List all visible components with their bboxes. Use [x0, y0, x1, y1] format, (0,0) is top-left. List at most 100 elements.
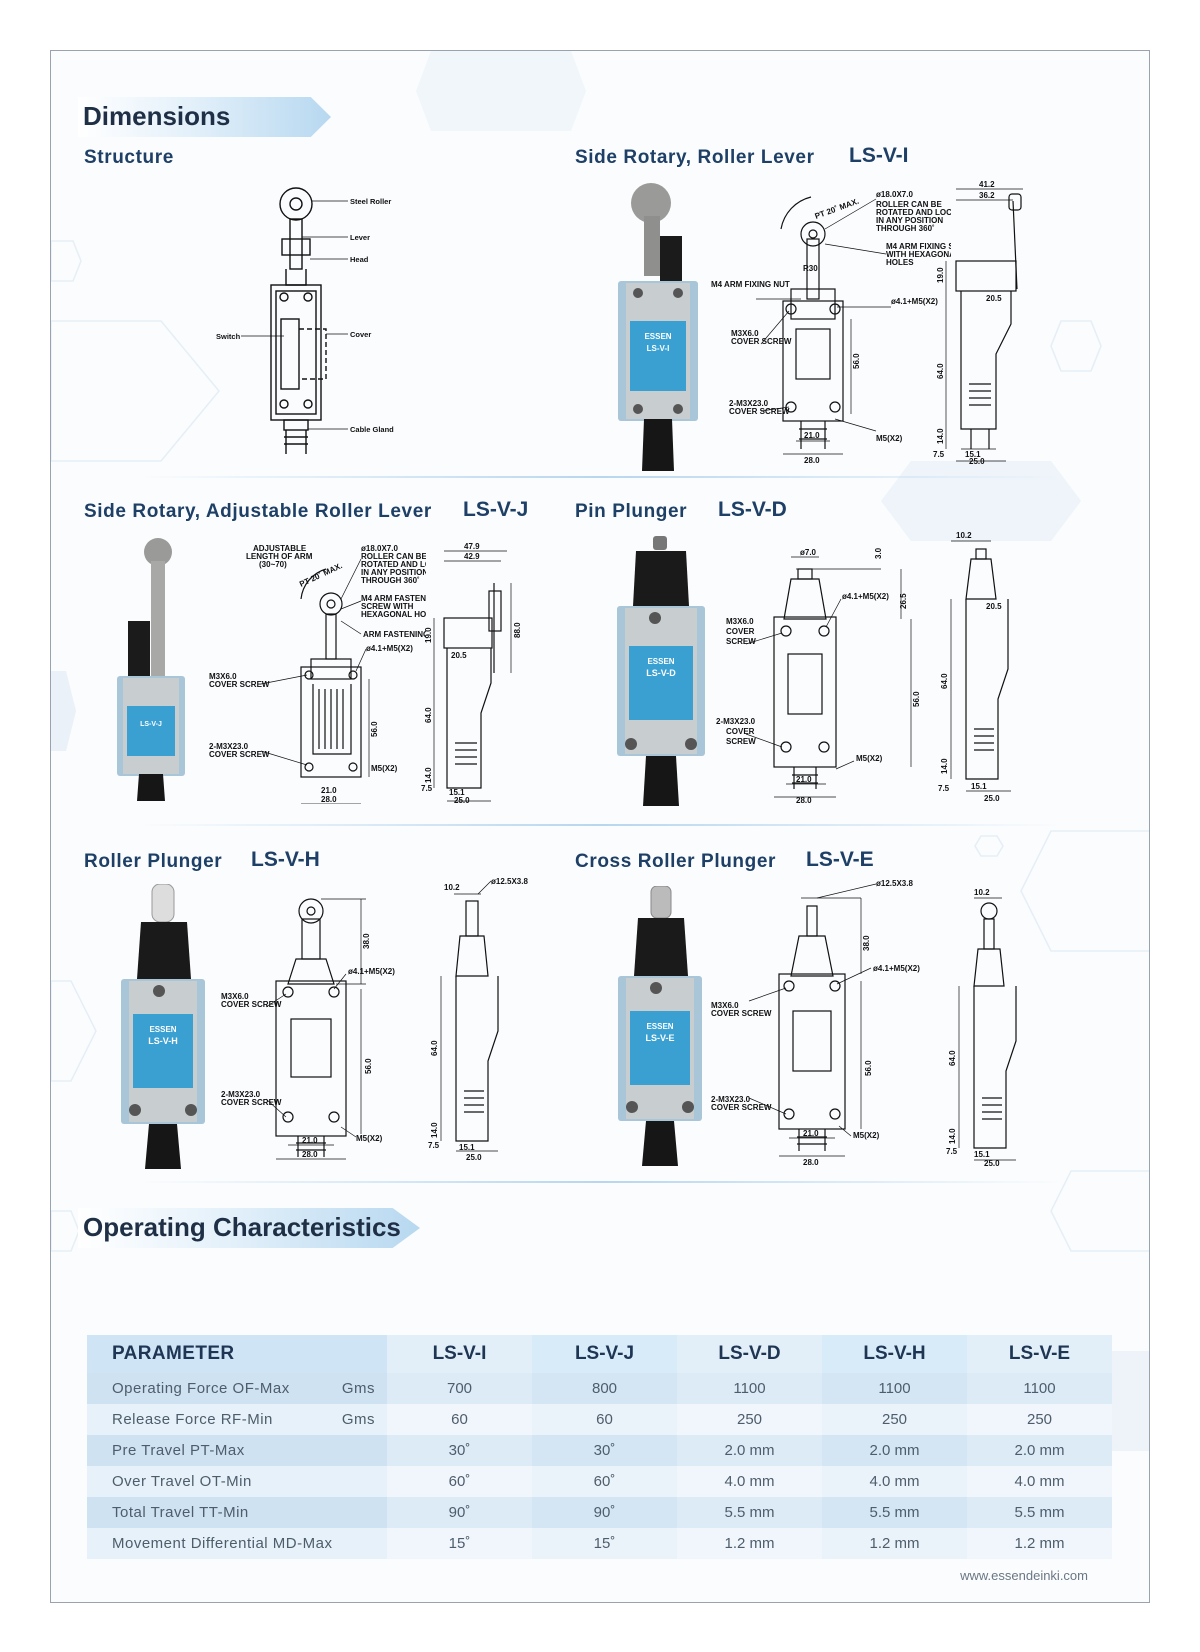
- switch-brand-d: ESSEN: [647, 657, 674, 666]
- dim-label: 25.0: [454, 796, 470, 803]
- param-unit: Gms: [341, 1380, 375, 1397]
- dim-label: 7.5: [933, 450, 945, 459]
- dim-label: 7.5: [428, 1141, 440, 1150]
- table-cell: 250: [677, 1404, 822, 1435]
- switch-model-e: LS-V-E: [645, 1033, 674, 1043]
- dim-label: 25.0: [466, 1153, 482, 1161]
- table-cell: 1.2 mm: [967, 1528, 1112, 1559]
- product-model-ls-v-d: LS-V-D: [718, 498, 787, 521]
- dim-label: 88.0: [513, 622, 522, 638]
- dim-label: PT 20˚ MAX.: [814, 197, 861, 221]
- dim-label: COVER SCREW: [221, 1098, 282, 1107]
- dim-label: 64.0: [940, 673, 949, 689]
- param-label: Operating Force OF-Max: [112, 1380, 290, 1397]
- dim-label: 10.2: [956, 531, 972, 540]
- dim-label: 2-M3X23.0: [729, 399, 769, 408]
- dim-label: 56.0: [852, 353, 861, 369]
- label-head: Head: [350, 255, 369, 264]
- dim-label: 20.5: [986, 294, 1002, 303]
- dim-label: IN ANY POSITION: [361, 568, 426, 577]
- website-link[interactable]: www.essendeinki.com: [960, 1568, 1088, 1583]
- label-switch: Switch: [216, 332, 241, 341]
- dim-label: ø4.1+M5(X2): [348, 967, 395, 976]
- table-cell: 15˚: [532, 1528, 677, 1559]
- dim-drawing-ls-v-j-side: 47.9 42.9 88.0 19.0 20.5 64.0 14.0 7.5 1…: [419, 543, 534, 803]
- dim-label: 3.0: [874, 547, 883, 559]
- dim-label: SCREW WITH: [361, 602, 414, 611]
- param-label: Pre Travel PT-Max: [112, 1442, 245, 1459]
- dim-label: ø12.5X3.8: [876, 879, 913, 888]
- dim-label: PT 20˚ MAX.: [298, 561, 344, 589]
- dim-label: M5(X2): [876, 434, 903, 443]
- table-header-ls-v-j: LS-V-J: [532, 1335, 677, 1373]
- table-cell: 90˚: [532, 1497, 677, 1528]
- dim-label: WITH HEXAGONAL: [886, 250, 951, 259]
- table-row: Movement Differential MD-Max 15˚ 15˚ 1.2…: [87, 1528, 1112, 1559]
- dim-label: (30~70): [259, 560, 287, 569]
- dim-label: M3X6.0: [221, 992, 249, 1001]
- table-cell: 4.0 mm: [967, 1466, 1112, 1497]
- param-label: Over Travel OT-Min: [112, 1473, 252, 1490]
- dim-label: 7.5: [946, 1147, 958, 1156]
- dim-label: 20.5: [986, 602, 1002, 611]
- table-header-ls-v-e: LS-V-E: [967, 1335, 1112, 1373]
- dim-label: ROTATED AND LOCKED: [876, 208, 951, 217]
- dim-label: 19.0: [424, 627, 433, 643]
- section-divider: [141, 1181, 1061, 1183]
- table-cell: 250: [822, 1404, 967, 1435]
- product-photo-ls-v-i: ESSEN LS-V-I: [616, 181, 706, 471]
- table-header-row: PARAMETER LS-V-I LS-V-J LS-V-D LS-V-H LS…: [87, 1335, 1112, 1373]
- param-label: Movement Differential MD-Max: [112, 1535, 333, 1552]
- table-param-cell: Over Travel OT-Min: [87, 1466, 387, 1497]
- dim-label: ADJUSTABLE: [253, 544, 307, 553]
- dim-label: 21.0: [804, 431, 820, 440]
- dim-label: 64.0: [948, 1050, 957, 1066]
- dim-label: M3X6.0: [711, 1001, 739, 1010]
- label-steel-roller: Steel Roller: [350, 197, 391, 206]
- table-row: Total Travel TT-Min 90˚ 90˚ 5.5 mm 5.5 m…: [87, 1497, 1112, 1528]
- table-cell: 1.2 mm: [822, 1528, 967, 1559]
- dim-label: SCREW: [726, 737, 756, 746]
- table-cell: 700: [387, 1373, 532, 1404]
- dim-label: 7.5: [421, 784, 433, 793]
- dim-label: 56.0: [364, 1058, 373, 1074]
- table-cell: 15˚: [387, 1528, 532, 1559]
- dim-drawing-ls-v-d-side: 10.2 20.5 64.0 14.0 7.5 15.1 25.0: [936, 529, 1036, 804]
- dim-label: 21.0: [796, 775, 812, 784]
- dim-label: 28.0: [321, 795, 337, 804]
- dim-label: 19.0: [936, 267, 945, 283]
- product-name-ls-v-j: Side Rotary, Adjustable Roller Lever: [84, 501, 432, 522]
- dim-label: 14.0: [430, 1122, 439, 1138]
- dim-drawing-ls-v-e-side: 10.2 64.0 14.0 7.5 15.1 25.0: [944, 886, 1044, 1166]
- dim-label: 28.0: [803, 1158, 819, 1166]
- product-name-ls-v-i: Side Rotary, Roller Lever: [575, 147, 815, 168]
- dim-label: COVER SCREW: [209, 750, 270, 759]
- table-cell: 800: [532, 1373, 677, 1404]
- table-cell: 30˚: [532, 1435, 677, 1466]
- dim-label: 25.0: [984, 794, 1000, 803]
- dim-label: M5(X2): [856, 754, 883, 763]
- dim-label: 15.1: [965, 450, 981, 459]
- table-cell: 60˚: [387, 1466, 532, 1497]
- dim-label: 21.0: [803, 1129, 819, 1138]
- table-cell: 60: [387, 1404, 532, 1435]
- product-model-ls-v-h: LS-V-H: [251, 848, 320, 871]
- table-param-cell: Operating Force OF-Max Gms: [87, 1373, 387, 1404]
- dim-label: 14.0: [948, 1128, 957, 1144]
- product-name-ls-v-d: Pin Plunger: [575, 501, 688, 522]
- dim-label: 2-M3X23.0: [716, 717, 756, 726]
- dim-label: M5(X2): [853, 1131, 880, 1140]
- dim-label: 2-M3X23.0: [221, 1090, 261, 1099]
- dim-label: ø12.5X3.8: [491, 877, 528, 886]
- dim-label: 10.2: [974, 888, 990, 897]
- dim-label: 15.1: [974, 1150, 990, 1159]
- dim-label: M4 ARM FIXING SCREW: [886, 242, 951, 251]
- dim-label: R30: [803, 264, 818, 273]
- switch-model-j: LS-V-J: [140, 721, 162, 728]
- dim-label: COVER SCREW: [209, 680, 270, 689]
- dim-label: 42.9: [464, 552, 480, 561]
- dim-drawing-ls-v-h-front: 38.0 ø4.1+M5(X2) M3X6.0 COVER SCREW 2-M3…: [216, 889, 431, 1164]
- dim-label: ROLLER CAN BE: [876, 200, 942, 209]
